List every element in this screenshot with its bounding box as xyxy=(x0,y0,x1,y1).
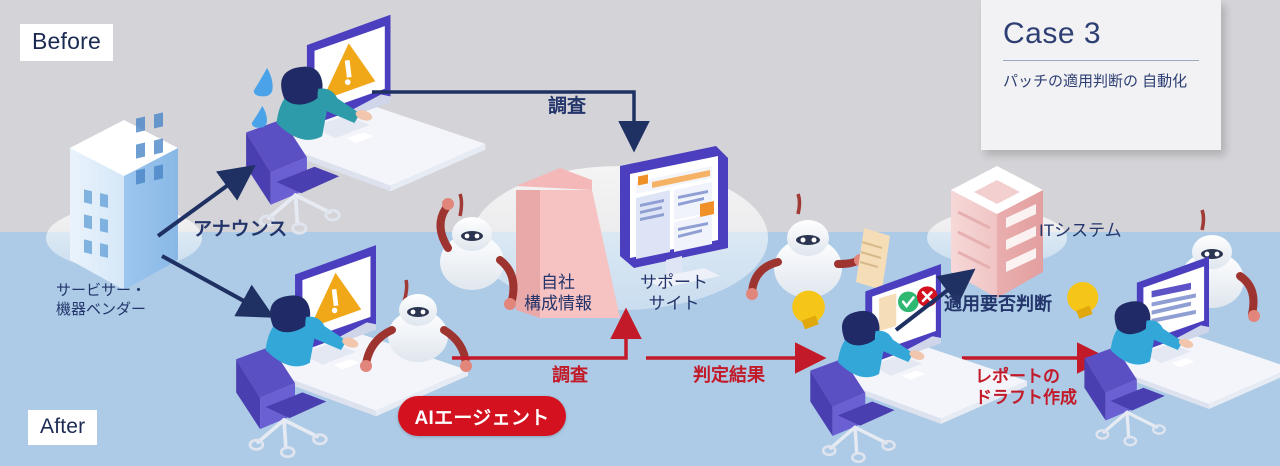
after-label: After xyxy=(28,410,98,445)
robot-icon-2 xyxy=(436,193,518,310)
case-card-subtitle: パッチの適用判断の 自動化 xyxy=(1003,72,1188,90)
lightbulb-icon xyxy=(1067,281,1099,319)
robot-document-icon xyxy=(746,193,890,300)
case-card-divider xyxy=(1003,59,1199,61)
case-card-title: Case 3 xyxy=(1003,17,1102,50)
before-label: Before xyxy=(20,24,113,61)
label-vendor: サービサー・ 機器ベンダー xyxy=(56,282,147,318)
arrow-to-it-system xyxy=(894,268,976,332)
label-survey-after: 調査 xyxy=(552,365,588,385)
label-apply-decision: 適用要否判断 xyxy=(944,294,1052,314)
lightbulb-icon xyxy=(792,290,825,330)
label-judgement-result: 判定結果 xyxy=(693,365,765,385)
label-self-config-info: 自社 構成情報 xyxy=(524,273,592,314)
case-card: Case 3 パッチの適用判断の 自動化 xyxy=(981,0,1221,150)
ai-agent-badge: AIエージェント xyxy=(398,396,566,436)
support-site-monitor-icon xyxy=(620,146,728,288)
label-report-draft: レポートの ドラフト作成 xyxy=(975,367,1077,408)
worker-report-icon xyxy=(1067,256,1280,447)
arrow-survey-before xyxy=(372,90,650,153)
arrow-survey-after xyxy=(452,307,642,360)
worker-warning-icon-before xyxy=(246,14,486,235)
robot-icon-1 xyxy=(360,279,472,372)
label-announce: アナウンス xyxy=(193,219,288,240)
label-it-system: ITシステム xyxy=(1039,221,1122,240)
arrow-announce-before xyxy=(156,164,256,238)
label-survey-before: 調査 xyxy=(548,96,587,117)
worker-warning-icon-after xyxy=(236,245,468,459)
office-building-icon xyxy=(70,112,178,290)
server-icon xyxy=(951,166,1043,298)
worker-bulb-icon xyxy=(792,263,1027,464)
folder-icon xyxy=(516,168,620,318)
arrow-announce-after xyxy=(161,254,275,318)
label-support-site: サポート サイト xyxy=(640,273,708,314)
